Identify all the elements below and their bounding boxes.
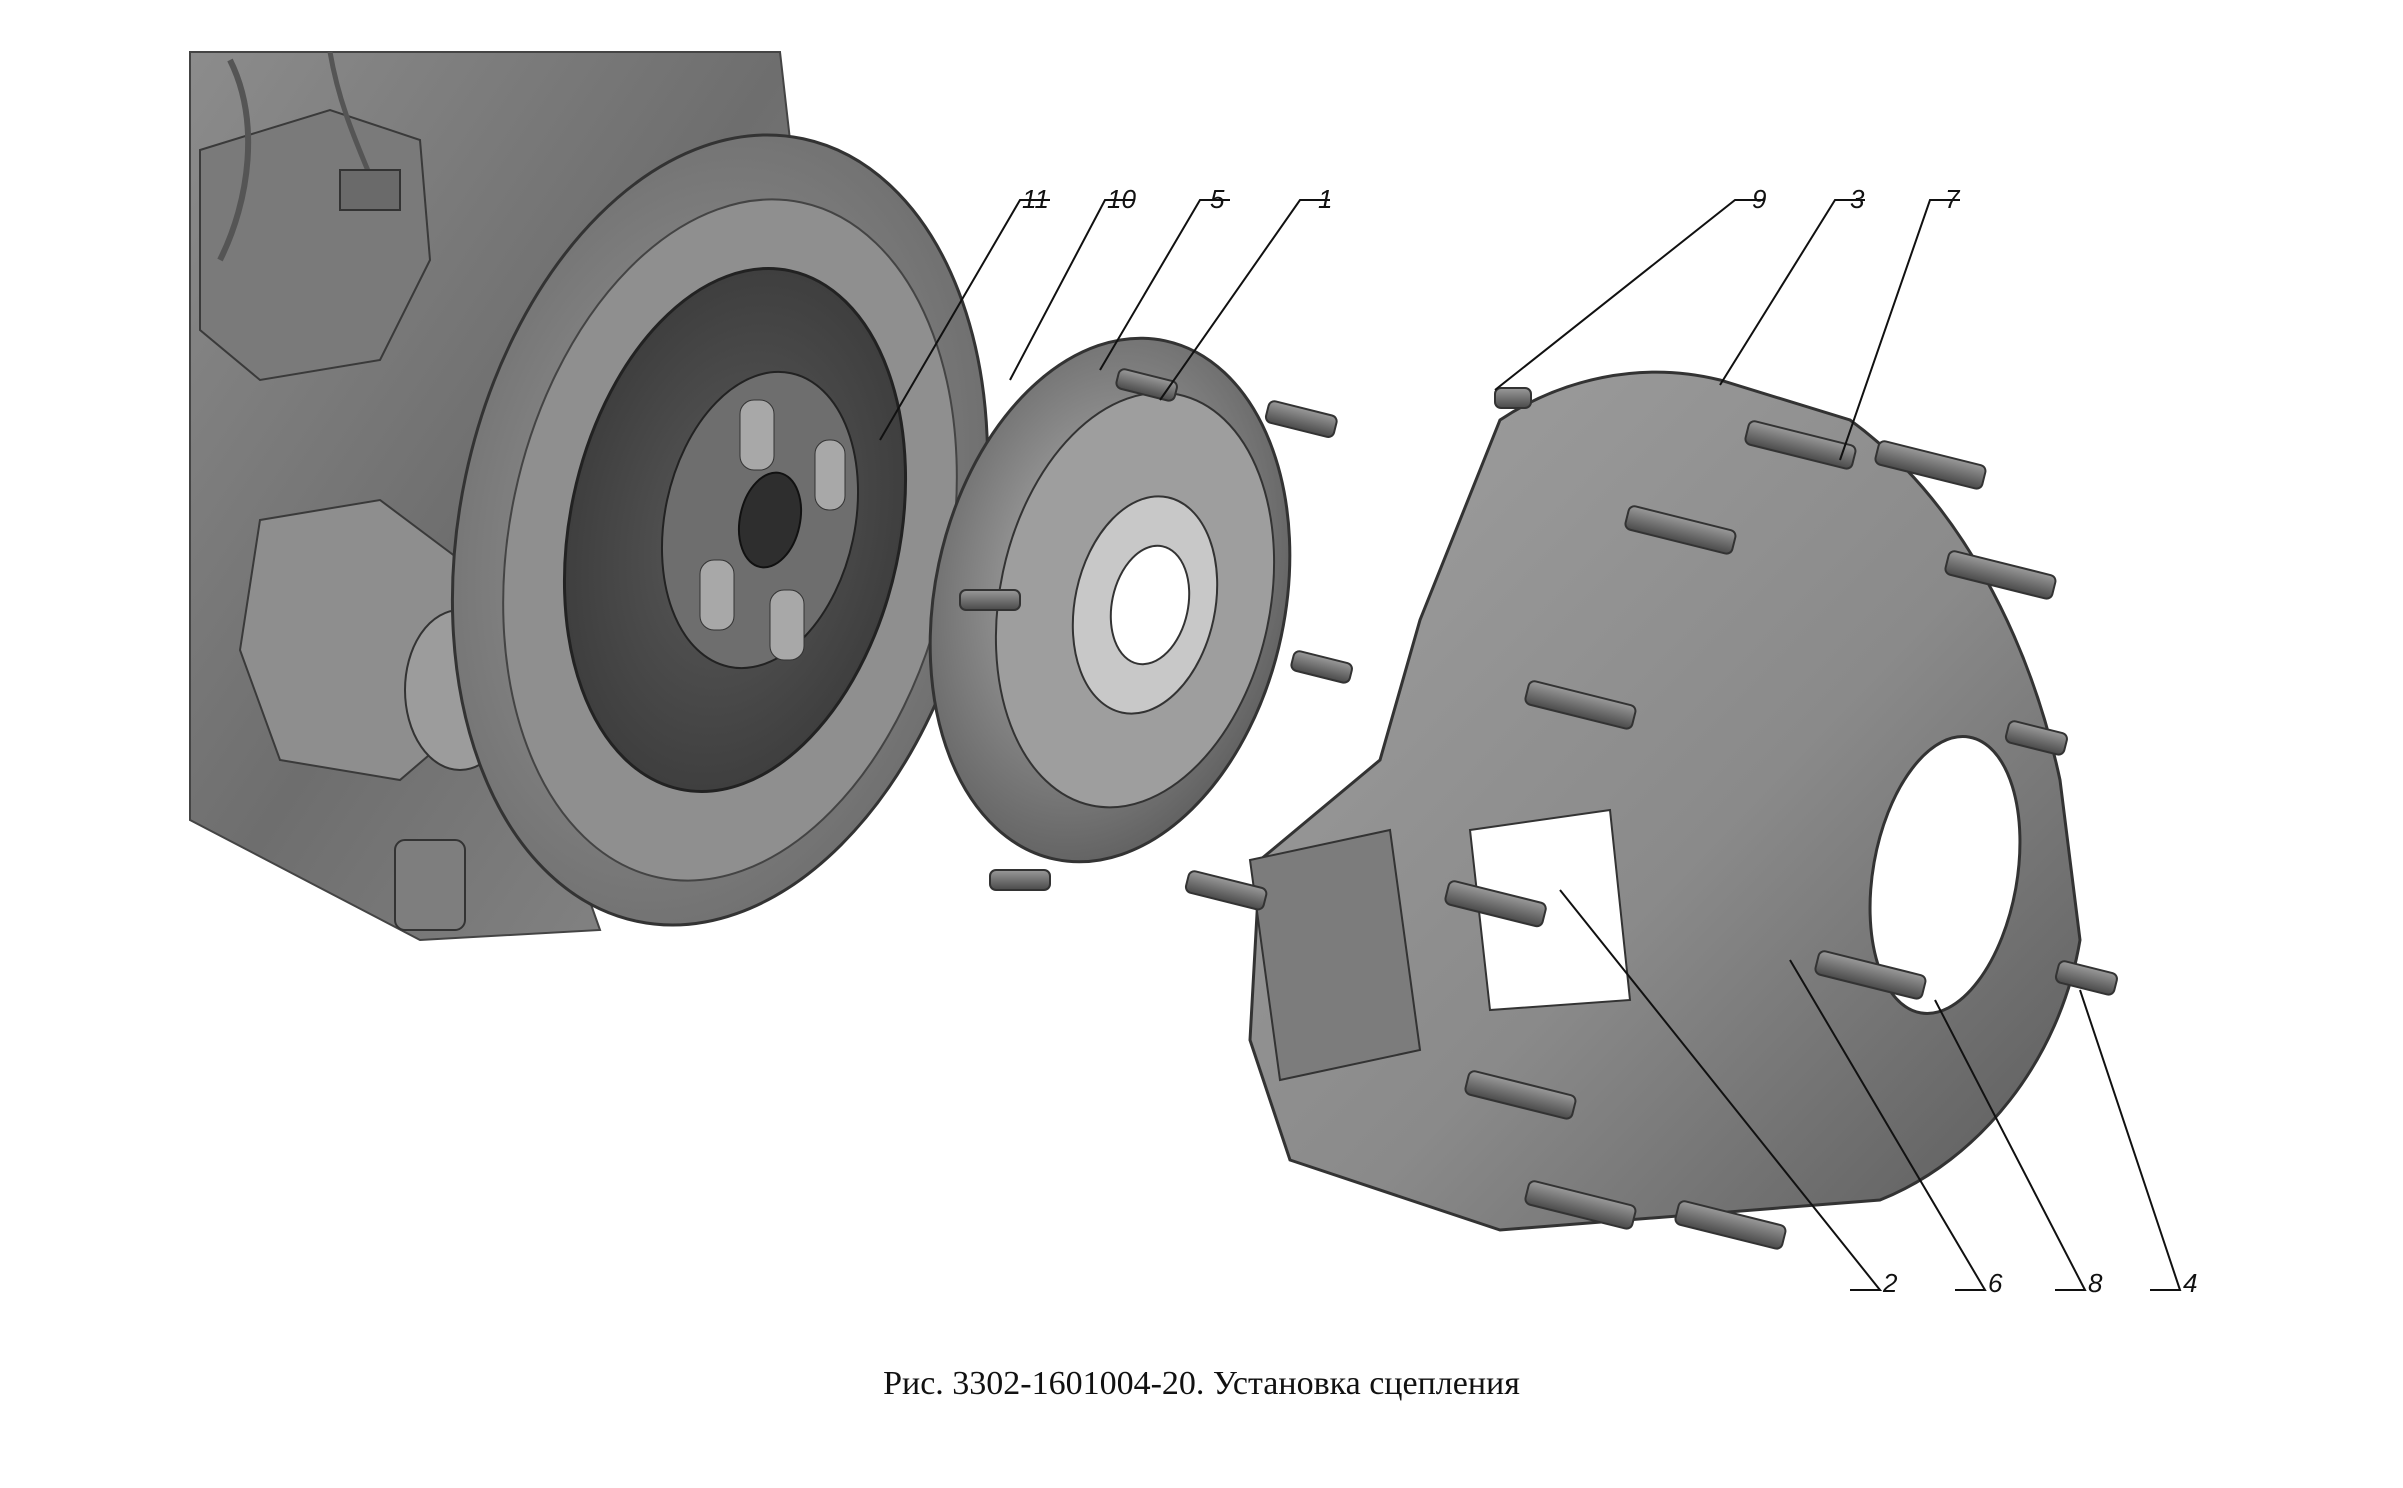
callout-4: 4 — [2183, 1268, 2197, 1298]
callout-1: 1 — [1318, 184, 1332, 214]
callout-7: 7 — [1945, 184, 1961, 214]
clutch-housing — [1248, 370, 2082, 1232]
callout-9: 9 — [1752, 184, 1766, 214]
callout-6: 6 — [1988, 1268, 2003, 1298]
callout-5: 5 — [1210, 184, 1225, 214]
figure-caption: Рис. 3302-1601004-20. Установка сцеплени… — [883, 1365, 1520, 1402]
callout-3: 3 — [1850, 184, 1865, 214]
callout-8: 8 — [2088, 1268, 2103, 1298]
driven-disc — [562, 267, 908, 793]
callout-11: 11 — [1022, 184, 1049, 214]
pressure-plate — [928, 336, 1292, 864]
fasteners — [959, 368, 2118, 1250]
callout-labels: 11 10 5 1 9 3 7 2 6 8 4 — [1022, 184, 2197, 1298]
callout-10: 10 — [1107, 184, 1136, 214]
callout-2: 2 — [1882, 1268, 1898, 1298]
leader-lines — [879, 199, 2182, 1291]
